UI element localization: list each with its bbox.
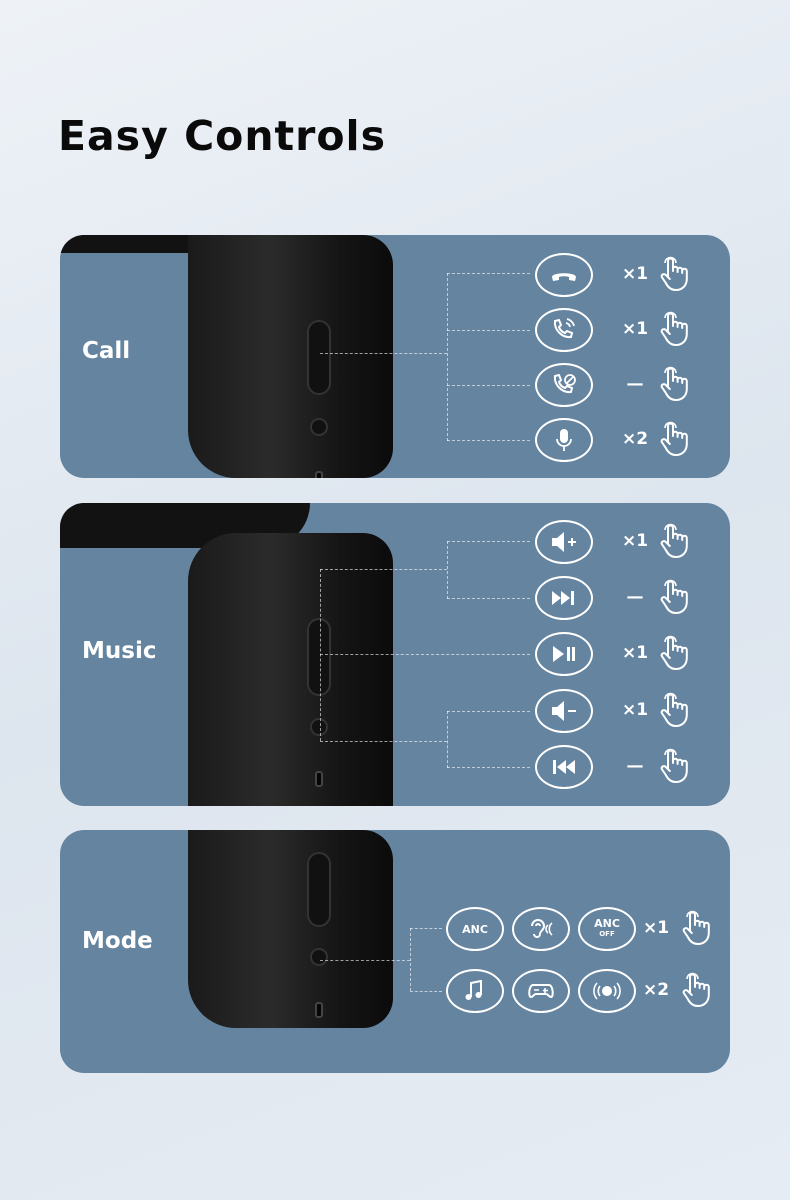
section-label-call: Call <box>82 338 131 364</box>
tap-hand-icon <box>656 310 696 348</box>
connector-line <box>447 541 530 542</box>
connector-line <box>320 569 447 570</box>
multi-function-button <box>310 948 328 966</box>
press-count: — <box>626 756 644 776</box>
connector-line <box>320 741 447 742</box>
volume-buttons <box>307 320 331 395</box>
connector-line <box>410 928 442 929</box>
next-track-icon <box>535 576 593 620</box>
usb-port <box>315 471 323 478</box>
press-count: ×1 <box>621 643 649 663</box>
connector-line <box>447 711 530 712</box>
answer-call-icon <box>535 308 593 352</box>
connector-line <box>447 385 530 386</box>
connector-line <box>410 991 442 992</box>
connector-line <box>320 960 410 961</box>
press-count: — <box>626 587 644 607</box>
anc-icon: ANC <box>446 907 504 951</box>
press-count: ×1 <box>621 531 649 551</box>
usb-port <box>315 771 323 787</box>
connector-line <box>320 654 530 655</box>
section-label-music: Music <box>82 638 157 664</box>
press-count: ×1 <box>621 319 649 339</box>
volume-buttons <box>307 618 331 696</box>
connector-line <box>447 330 530 331</box>
connector-line <box>447 273 448 441</box>
hang-up-icon <box>535 253 593 297</box>
tap-hand-icon <box>656 522 696 560</box>
tap-hand-icon <box>656 255 696 293</box>
press-count: ×1 <box>621 700 649 720</box>
reject-call-icon <box>535 363 593 407</box>
tap-hand-icon <box>678 971 718 1009</box>
press-count: ×2 <box>642 980 670 1000</box>
tap-hand-icon <box>656 420 696 458</box>
connector-line <box>447 711 448 768</box>
play-pause-icon <box>535 632 593 676</box>
tap-hand-icon <box>656 747 696 785</box>
connector-line <box>320 353 447 354</box>
multi-function-button <box>310 418 328 436</box>
tap-hand-icon <box>678 909 718 947</box>
tap-hand-icon <box>656 634 696 672</box>
tap-hand-icon <box>656 365 696 403</box>
connector-line <box>447 767 530 768</box>
previous-track-icon <box>535 745 593 789</box>
volume-buttons <box>307 852 331 927</box>
connector-line <box>447 440 530 441</box>
press-count: ×2 <box>621 429 649 449</box>
music-panel: Music <box>60 503 730 806</box>
connector-line <box>447 598 530 599</box>
tap-hand-icon <box>656 691 696 729</box>
headphone-earcup <box>188 830 393 1028</box>
press-count: ×1 <box>642 918 670 938</box>
call-panel: Call <box>60 235 730 478</box>
multi-function-button <box>310 718 328 736</box>
transparency-icon <box>512 907 570 951</box>
tap-hand-icon <box>656 578 696 616</box>
section-label-mode: Mode <box>82 928 153 954</box>
music-mode-icon <box>446 969 504 1013</box>
microphone-icon <box>535 418 593 462</box>
headphone-earcup <box>188 533 393 806</box>
connector-line <box>447 273 530 274</box>
volume-up-icon <box>535 520 593 564</box>
connector-line <box>320 569 321 741</box>
volume-down-icon <box>535 689 593 733</box>
connector-line <box>447 541 448 599</box>
headphone-earcup <box>188 235 393 478</box>
press-count: — <box>626 374 644 394</box>
usb-port <box>315 1002 323 1018</box>
page-title: Easy Controls <box>58 112 386 160</box>
connector-line <box>410 928 411 991</box>
press-count: ×1 <box>621 264 649 284</box>
mode-panel: Mode <box>60 830 730 1073</box>
game-mode-icon <box>512 969 570 1013</box>
surround-mode-icon <box>578 969 636 1013</box>
